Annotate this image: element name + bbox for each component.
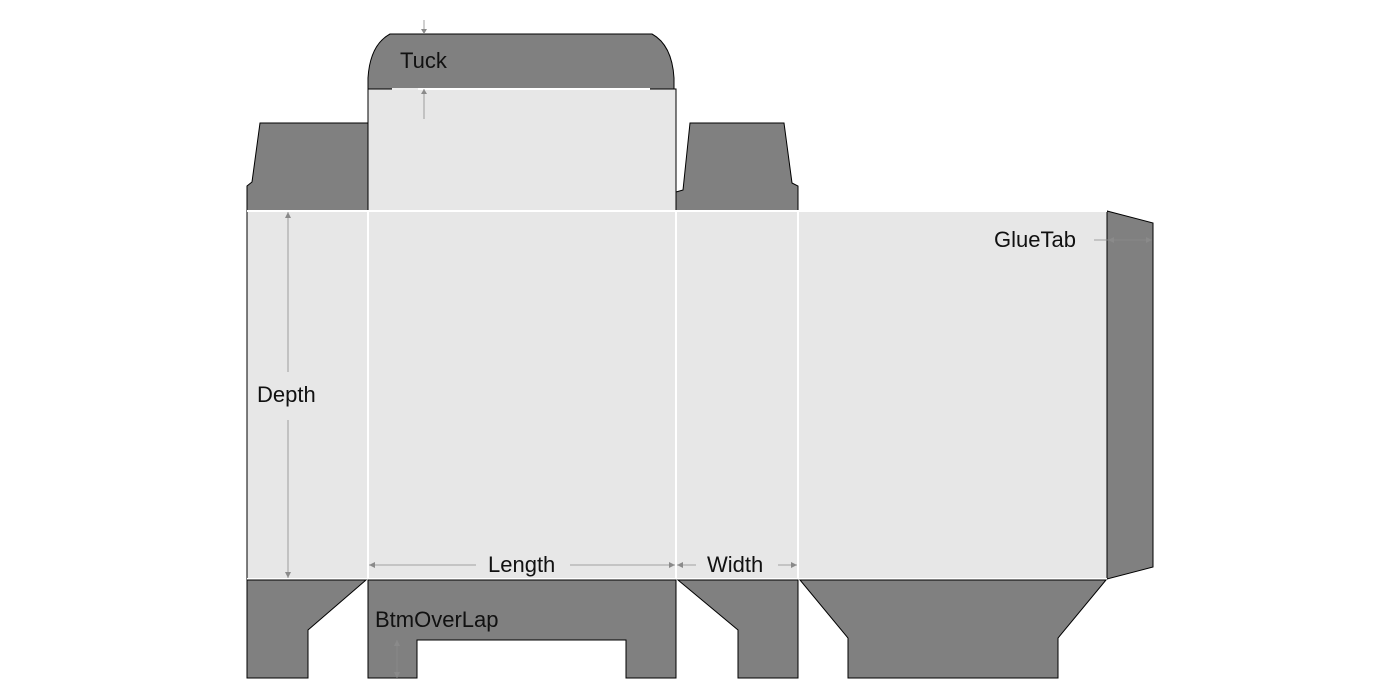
btm-overlap-label: BtmOverLap [375,607,499,632]
tuck-label: Tuck [400,48,448,73]
width-dimension [677,562,797,568]
btm-overlap-dimension [394,640,400,678]
depth-dimension [285,212,291,578]
glue-tab-dimension [1094,237,1152,243]
bottom-flap-back [798,579,1108,679]
dust-flap-top-left [246,122,369,212]
side-panel-left [246,210,369,580]
bottom-flap-front [367,579,677,679]
width-label: Width [707,552,763,577]
bottom-flap-left [246,579,368,679]
glue-tab-label: GlueTab [994,227,1076,252]
dust-flap-top-right [675,122,799,212]
length-dimension [369,562,675,568]
side-panel-right [675,210,799,580]
tuck-flap [367,33,675,90]
back-panel [797,210,1108,580]
front-panel [367,210,677,580]
length-label: Length [488,552,555,577]
glue-tab [1106,210,1154,580]
bottom-flap-right [676,579,799,679]
tuck-dimension [392,20,427,119]
top-lid-panel [367,88,677,212]
depth-label: Depth [257,382,316,407]
